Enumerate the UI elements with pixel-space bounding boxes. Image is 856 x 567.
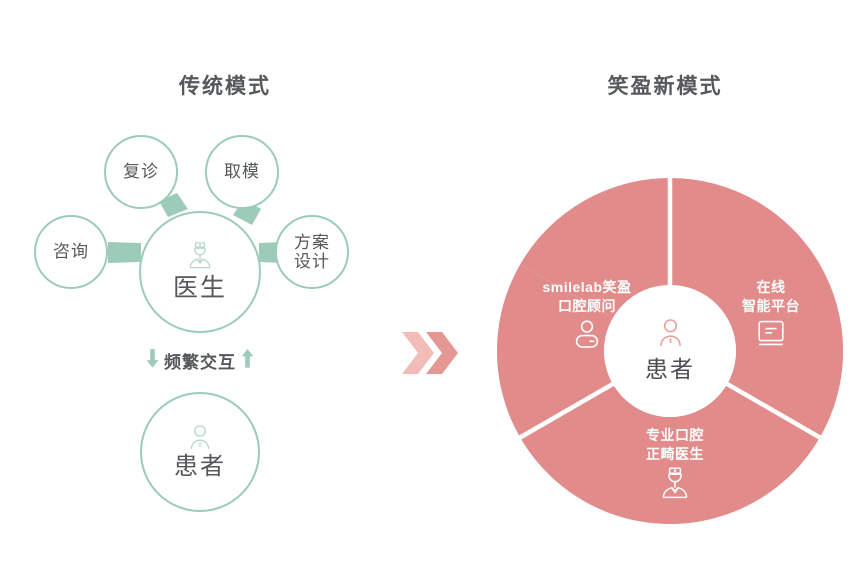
interaction-indicator: 频繁交互 <box>20 348 380 373</box>
node-fangan-label: 方案 设计 <box>294 232 330 271</box>
arrow-up-icon <box>241 348 254 373</box>
doctor-icon <box>187 242 213 270</box>
node-doctor[interactable]: 医生 <box>139 211 261 333</box>
interaction-label: 频繁交互 <box>164 353 236 372</box>
node-fuzhen-label: 复诊 <box>123 162 159 182</box>
person-icon <box>657 318 684 347</box>
arrow-down-icon <box>146 348 159 373</box>
chevron-back <box>402 332 434 374</box>
left-panel-title: 传统模式 <box>179 75 271 98</box>
node-zixun-label: 咨询 <box>53 242 89 262</box>
donut-center-hub[interactable]: 患者 <box>604 285 736 417</box>
right-panel-title: 笑盈新模式 <box>607 75 723 98</box>
node-doctor-label: 医生 <box>172 274 227 302</box>
double-chevron-right-icon <box>400 326 464 380</box>
donut-center-label: 患者 <box>645 356 695 382</box>
node-qumo[interactable]: 取模 <box>205 135 279 209</box>
node-patient-traditional[interactable]: 患者 <box>140 392 260 512</box>
traditional-model-diagram: 复诊 取模 咨询 方案 设计 <box>20 115 380 535</box>
chevron-front <box>426 332 458 374</box>
node-fuzhen[interactable]: 复诊 <box>104 135 178 209</box>
node-qumo-label: 取模 <box>224 162 260 182</box>
node-patient-label: 患者 <box>174 452 226 480</box>
new-model-donut-chart: smilelab笑盈 口腔顾问 在线 智能平台 <box>497 178 843 524</box>
node-zixun[interactable]: 咨询 <box>34 215 108 289</box>
person-icon <box>188 424 212 450</box>
connector-doctor-zixun <box>108 242 141 263</box>
node-fangan[interactable]: 方案 设计 <box>275 215 349 289</box>
